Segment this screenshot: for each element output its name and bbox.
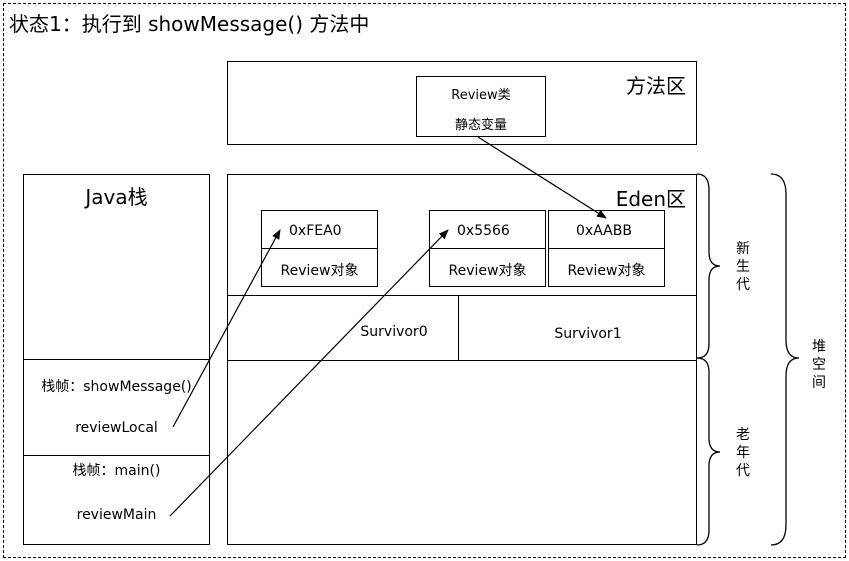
object-divider [262,248,377,249]
frame-main-label: 栈帧：main() [72,463,161,479]
heap-space-label: 堆空间 [812,339,826,391]
eden-label: Eden区 [615,187,686,211]
arrow-main-to-5566 [169,229,449,517]
review-object-5566: 0x5566 Review对象 [429,210,546,287]
object-type: Review对象 [567,263,646,279]
java-stack-label: Java栈 [85,184,148,209]
object-divider [549,248,664,249]
old-gen-brace [696,357,721,546]
stack-divider-1 [24,359,209,360]
arrow-local-to-fea0 [172,229,281,428]
old-gen-label: 老年代 [736,427,750,479]
var-review-main: reviewMain [76,507,157,523]
var-review-local: reviewLocal [75,420,158,436]
frame-showmessage-label: 栈帧：showMessage() [41,379,192,395]
heap-space-brace [770,173,800,546]
static-variable-label: 静态变量 [454,117,507,133]
object-divider [430,248,545,249]
young-old-divider [228,360,696,361]
stack-divider-2 [24,455,209,456]
eden-survivor-divider [228,295,696,296]
object-type: Review对象 [448,263,527,279]
survivor1-label: Survivor1 [554,326,622,342]
young-gen-label: 新生代 [736,241,750,293]
diagram-title: 状态1：执行到 showMessage() 方法中 [9,12,370,36]
review-class-box: Review类 静态变量 [416,76,546,137]
young-gen-brace [696,173,721,359]
method-area-label: 方法区 [626,74,686,98]
object-address: 0xFEA0 [289,223,342,239]
object-type: Review对象 [280,263,359,279]
object-address: 0x5566 [457,223,510,239]
survivor-divider [458,295,459,360]
survivor0-label: Survivor0 [360,324,428,340]
review-class-name: Review类 [451,87,511,103]
outer-dashed-frame [3,3,846,558]
arrow-static-to-aabb [477,136,607,219]
object-address: 0xAABB [576,223,632,239]
review-object-fea0: 0xFEA0 Review对象 [261,210,378,287]
